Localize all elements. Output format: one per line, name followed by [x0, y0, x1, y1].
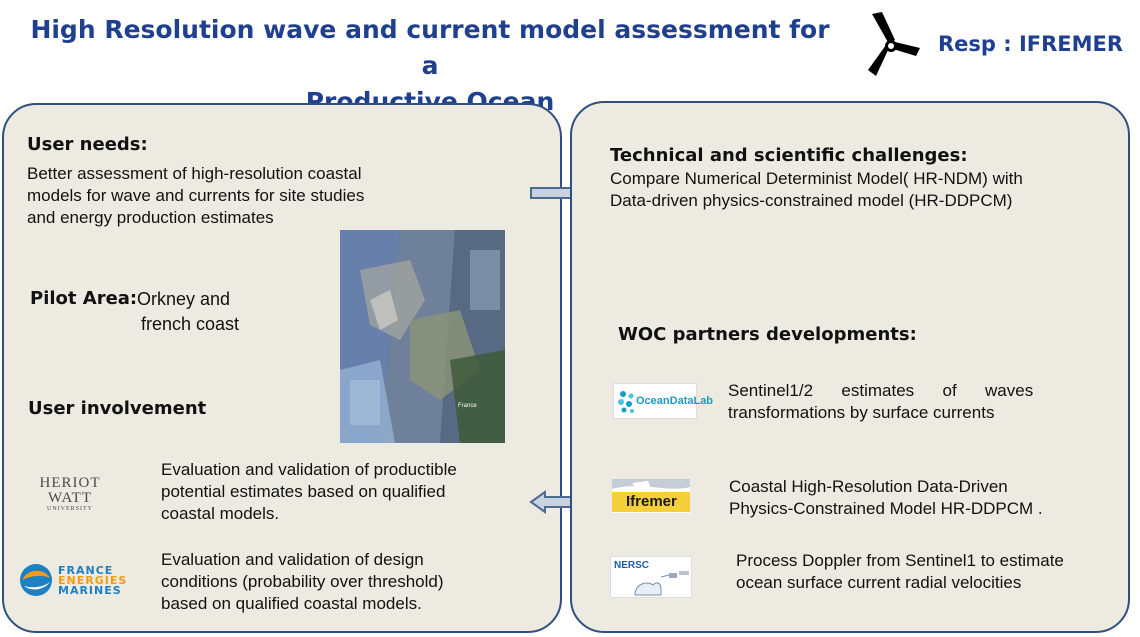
france-energies-marines-logo-icon [20, 564, 52, 596]
description-line: Physics-Constrained Model HR-DDPCM . [729, 499, 1043, 518]
user-involvement-heading: User involvement [28, 398, 207, 419]
satellite-map-image [340, 230, 505, 443]
ifremer-logo: Ifremer [612, 479, 690, 513]
fem-logo-line-3: MARINES [58, 584, 122, 597]
fem-logo-line-1: FRANCE [58, 564, 114, 577]
challenges-line: Data-driven physics-constrained model (H… [610, 191, 1013, 210]
nersc-logo: NERSC [610, 556, 692, 598]
description-line: transformations by surface currents [728, 403, 995, 422]
france-energies-marines-description: Evaluation and validation of design cond… [161, 549, 541, 615]
user-needs-line: and energy production estimates [27, 208, 274, 227]
challenges-heading: Technical and scientific challenges: [610, 145, 968, 166]
description-line: ocean surface current radial velocities [736, 573, 1022, 592]
description-line: Evaluation and validation of design [161, 550, 424, 569]
description-line: Sentinel1/2 estimates of waves [728, 381, 1034, 400]
user-needs-text: Better assessment of high-resolution coa… [27, 163, 427, 229]
description-line: coastal models. [161, 504, 280, 523]
oceandatalab-logo-text: OceanDataLab [636, 395, 714, 407]
heriot-watt-logo-line-2: WATT [48, 490, 92, 506]
description-line: conditions (probability over threshold) [161, 572, 444, 591]
ifremer-swoosh-icon [612, 479, 690, 493]
polar-bear-satellite-icon [634, 571, 689, 596]
pilot-area-label: Pilot Area: [30, 288, 138, 309]
wind-turbine-icon [868, 12, 920, 76]
heriot-watt-logo-line-3: UNIVERSITY [47, 506, 93, 512]
right-panel [570, 101, 1130, 633]
oceandatalab-dots-icon [618, 391, 634, 413]
responsible-label: Resp : IFREMER [938, 32, 1124, 56]
oceandatalab-description: Sentinel1/2 estimates of waves transform… [728, 380, 1076, 424]
description-line: based on qualified coastal models. [161, 594, 422, 613]
fem-logo-line-2: ENERGIES [58, 574, 128, 587]
description-line: potential estimates based on qualified [161, 482, 446, 501]
pilot-area-value-line-1: Orkney and [137, 289, 231, 309]
description-line: Evaluation and validation of productible [161, 460, 457, 479]
challenges-text: Compare Numerical Determinist Model( HR-… [610, 168, 1110, 212]
description-line: Coastal High-Resolution Data-Driven [729, 477, 1008, 496]
heriot-watt-logo: HERIOT WATT UNIVERSITY [36, 475, 104, 513]
page-title-line-1: High Resolution wave and current model a… [30, 15, 830, 80]
user-needs-line: Better assessment of high-resolution coa… [27, 164, 362, 183]
france-energies-marines-logo: FRANCE ENERGIES MARINES [58, 564, 128, 597]
ifremer-logo-band [612, 492, 690, 512]
map-label-france: France [458, 403, 477, 409]
user-needs-line: models for wave and currents for site st… [27, 186, 365, 205]
woc-partners-heading: WOC partners developments: [618, 324, 917, 345]
pilot-area-map: France [340, 230, 505, 443]
ifremer-logo-text: Ifremer [626, 493, 677, 510]
ifremer-description: Coastal High-Resolution Data-Driven Phys… [729, 476, 1109, 520]
oceandatalab-logo: OceanDataLab [613, 383, 713, 419]
pilot-area-value-line-2: french coast [141, 314, 240, 334]
challenges-line: Compare Numerical Determinist Model( HR-… [610, 169, 1023, 188]
description-line: Process Doppler from Sentinel1 to estima… [736, 551, 1064, 570]
nersc-logo-text: NERSC [614, 560, 650, 571]
heriot-watt-logo-line-1: HERIOT [39, 475, 101, 491]
user-needs-heading: User needs: [27, 134, 148, 155]
nersc-description: Process Doppler from Sentinel1 to estima… [736, 550, 1116, 594]
heriot-watt-description: Evaluation and validation of productible… [161, 459, 541, 525]
